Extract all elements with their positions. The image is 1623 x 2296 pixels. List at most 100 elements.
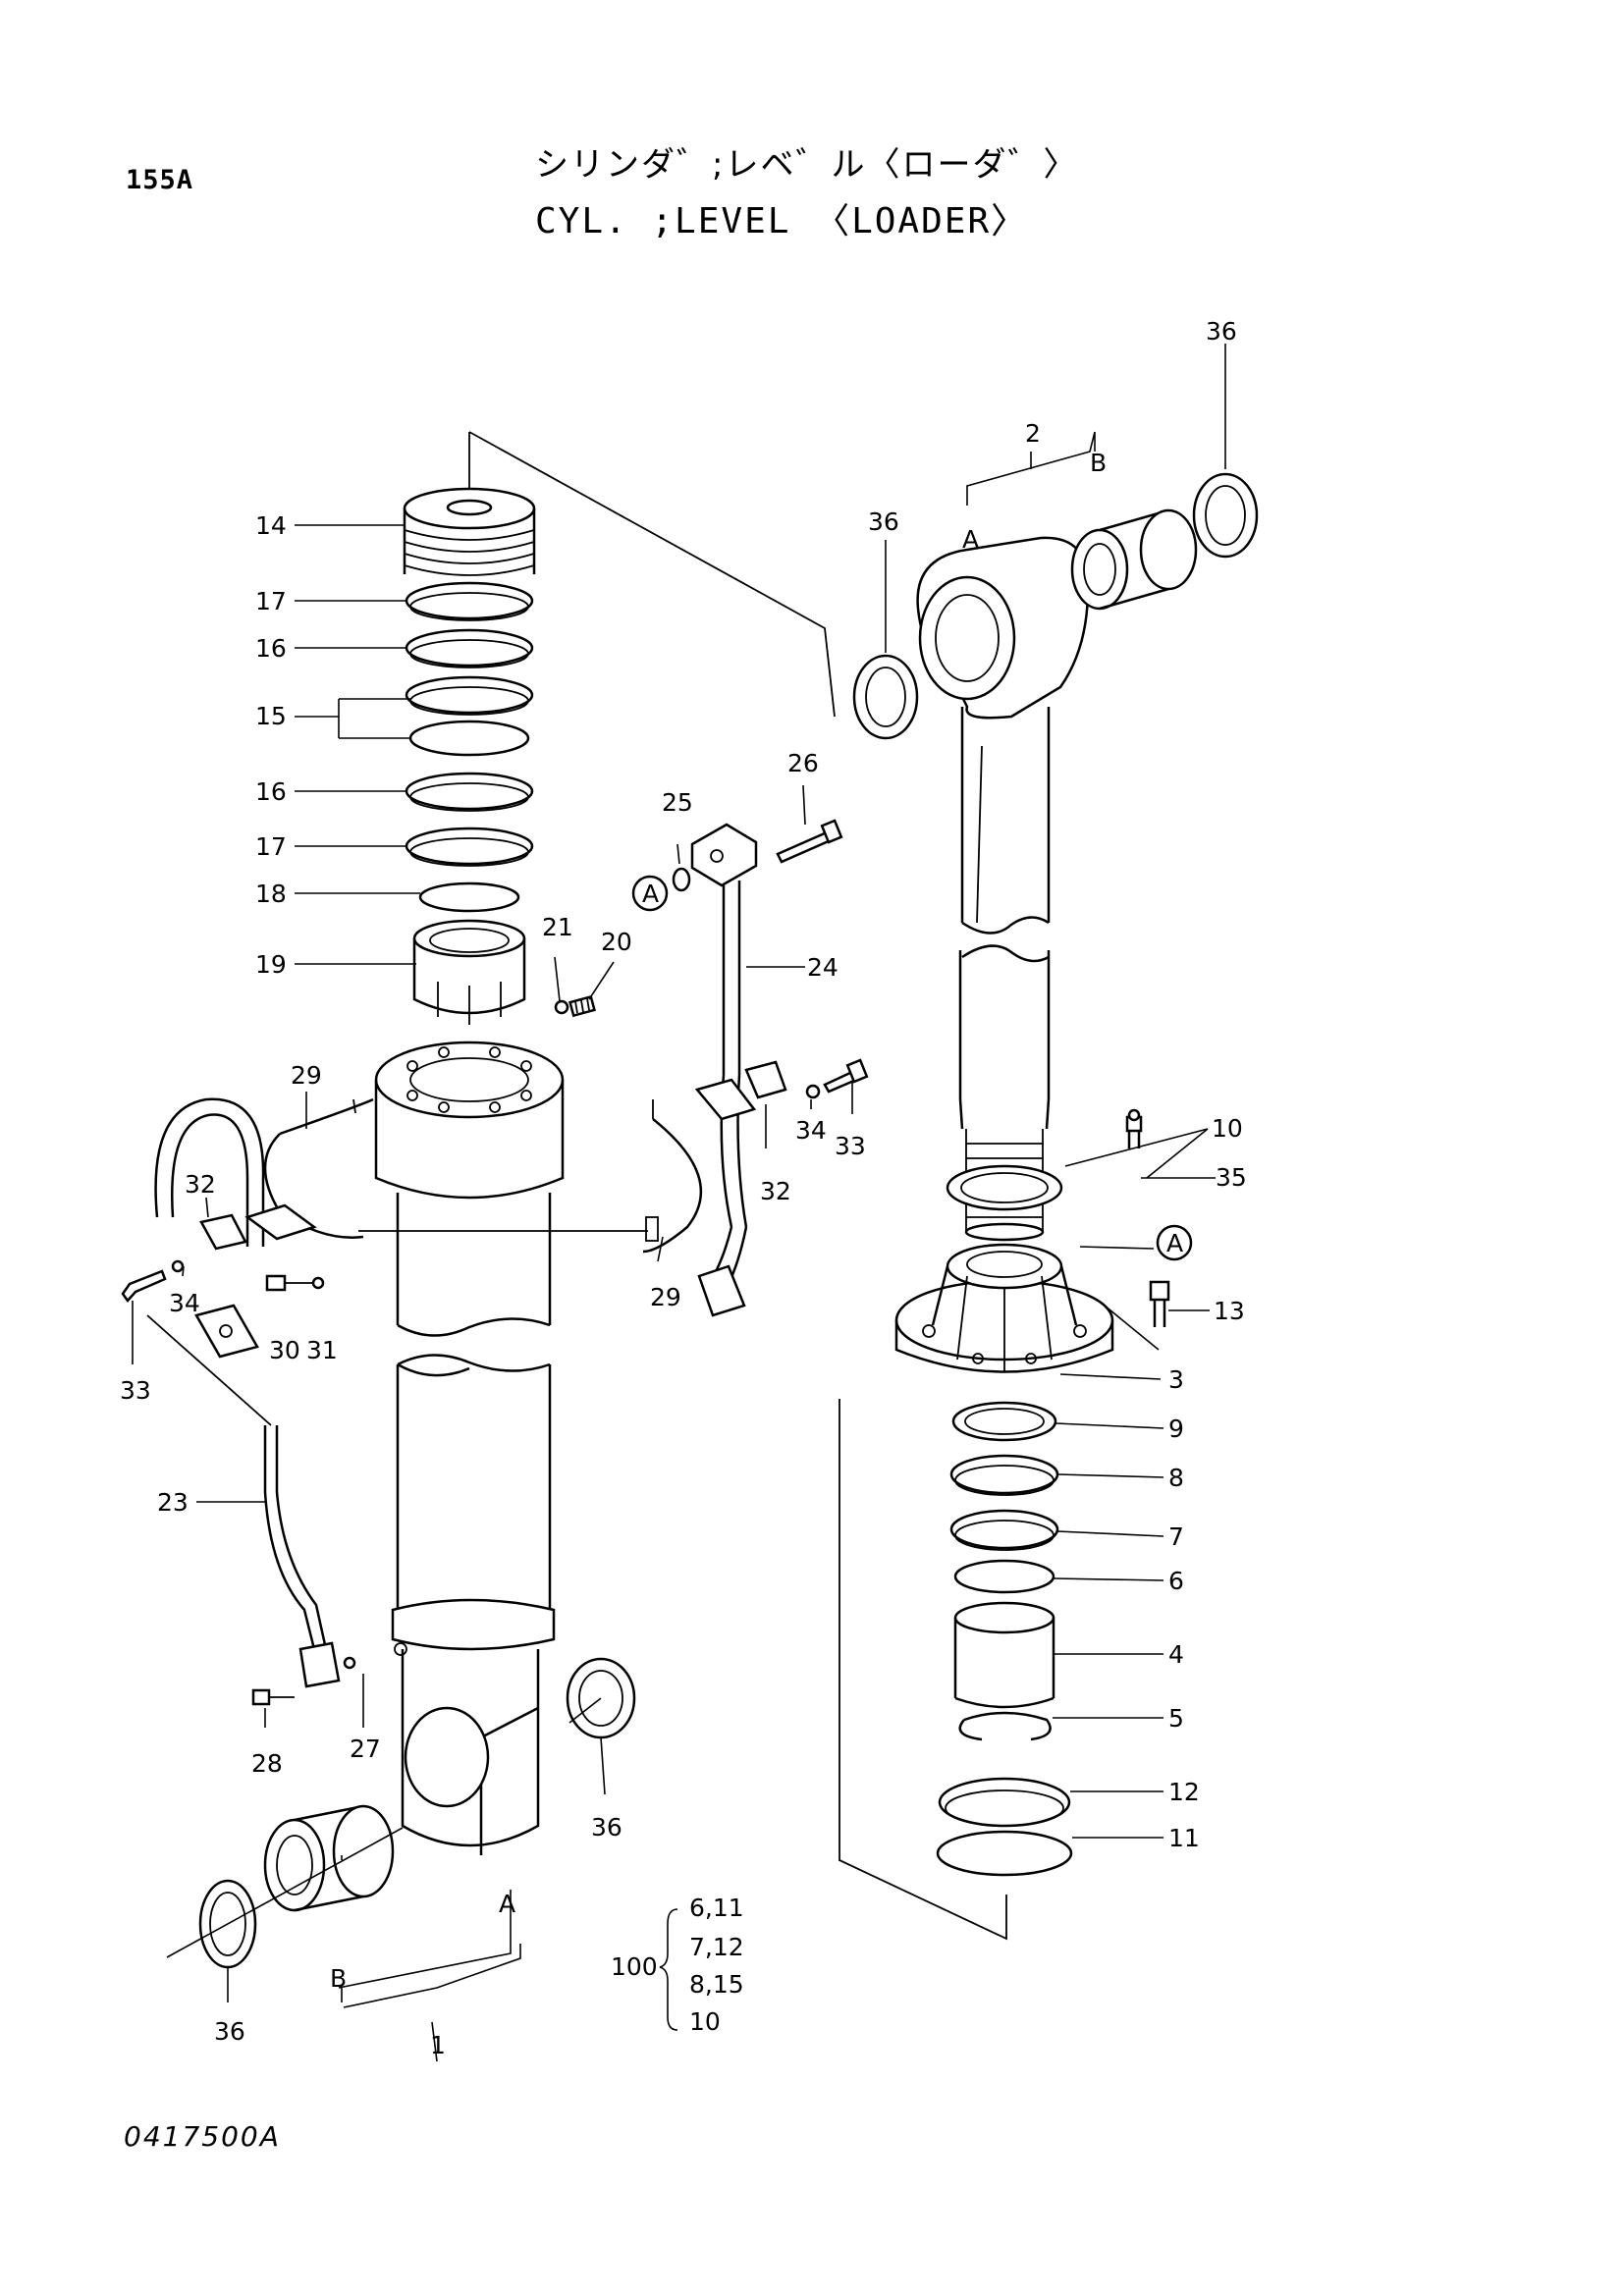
assembly-reference-line: [468, 431, 836, 718]
marker-b-tube: B: [330, 1964, 347, 1993]
callout-13: 13: [1214, 1297, 1245, 1325]
callout-36: 36: [214, 2017, 245, 2046]
kit-row-4: 10: [689, 2007, 721, 2036]
bolt-28: [251, 1688, 295, 1706]
left-washer-34: [171, 1259, 185, 1273]
kit-row-3: 8,15: [689, 1970, 744, 1999]
set-screw: [568, 994, 596, 1018]
callout-33: 33: [835, 1132, 866, 1160]
callout-26: 26: [787, 749, 819, 777]
callout-29: 29: [650, 1283, 681, 1311]
callout-16: 16: [255, 777, 287, 806]
callout-31: 31: [306, 1336, 338, 1364]
dust-wiper-10: [946, 1164, 1063, 1211]
callout-3: 3: [1168, 1365, 1184, 1394]
callout-19: 19: [255, 950, 287, 979]
o-ring-25: [672, 867, 691, 892]
kit-row-2: 7,12: [689, 1933, 744, 1961]
seal-kit-legend: 100 6,11 7,12 8,15 10: [611, 1894, 744, 2036]
callout-28: 28: [251, 1749, 283, 1778]
callout-29: 29: [291, 1061, 322, 1090]
o-ring-11: [936, 1830, 1073, 1877]
callout-15: 15: [255, 702, 287, 730]
cylinder-tube: [391, 1354, 556, 1855]
leader-lines: [132, 344, 1226, 2062]
rod-cover: [894, 1243, 1114, 1373]
callout-17: 17: [255, 832, 287, 861]
bolt-33-right: [823, 1058, 869, 1094]
callout-20: 20: [601, 928, 632, 956]
reference-circle-a-2: A: [1156, 1224, 1193, 1261]
callout-33: 33: [120, 1376, 151, 1405]
right-assembly-bracket: [839, 1399, 1007, 1941]
callout-9: 9: [1168, 1415, 1184, 1443]
callout-27: 27: [350, 1735, 381, 1763]
callout-14: 14: [255, 511, 287, 540]
tube-upper-section: [396, 1193, 552, 1337]
steel-ball: [554, 999, 569, 1015]
callout-18: 18: [255, 880, 287, 908]
svg-text:A: A: [1166, 1229, 1183, 1257]
snap-ring: [958, 1711, 1052, 1741]
washer-34-right: [805, 1084, 821, 1099]
callout-2: 2: [1025, 419, 1041, 448]
callout-34: 34: [795, 1116, 827, 1145]
callout-23: 23: [157, 1488, 189, 1517]
callout-30: 30: [269, 1336, 300, 1364]
piston-nut: [412, 919, 526, 1025]
callout-21: 21: [542, 913, 573, 941]
callout-11: 11: [1168, 1824, 1200, 1852]
backup-ring-12: [938, 1777, 1071, 1828]
left-flange: [194, 1304, 259, 1359]
piston-rod: [958, 707, 1051, 1242]
title-japanese: シリンダ゛;レベ゛ル〈ローダ゛〉: [535, 145, 1079, 185]
tube-bushing: [263, 1804, 395, 1912]
callout-34: 34: [169, 1289, 200, 1317]
callout-32: 32: [760, 1177, 791, 1205]
callout-12: 12: [1168, 1778, 1200, 1806]
seal-ring-stack: [405, 581, 534, 913]
callout-10: 10: [1212, 1114, 1243, 1143]
right-clamp: [642, 1060, 787, 1254]
tube-pin-axis: [166, 1827, 404, 1958]
callout-36: 36: [591, 1813, 622, 1842]
grease-fitting: [1125, 1108, 1143, 1148]
rod-eye: [916, 536, 1090, 720]
callout-24: 24: [807, 953, 839, 982]
bolt-26: [776, 819, 843, 864]
reference-circle-a-1: A: [631, 875, 669, 912]
rod-packing-rings: [949, 1401, 1059, 1594]
callout-6: 6: [1168, 1567, 1184, 1595]
piston: [403, 487, 536, 576]
callout-4: 4: [1168, 1640, 1184, 1669]
drawing-number: 0417500A: [124, 2120, 281, 2153]
callout-25: 25: [662, 788, 693, 817]
hose-guide-line: [146, 1314, 272, 1426]
kit-row-1: 6,11: [689, 1894, 744, 1922]
flange-block: [690, 823, 758, 887]
callout-16: 16: [255, 634, 287, 663]
cylinder-head: [374, 1041, 565, 1200]
left-bolt-33: [121, 1269, 167, 1304]
callout-36: 36: [868, 507, 899, 536]
left-clamp: [199, 1097, 374, 1251]
left-hose-loop: [154, 1097, 265, 1247]
kit-number: 100: [611, 1952, 658, 1981]
callout-36: 36: [1206, 317, 1237, 346]
rod-eye-bushing: [1070, 508, 1198, 611]
page-code: 155A: [126, 165, 194, 195]
callout-8: 8: [1168, 1464, 1184, 1492]
callout-17: 17: [255, 587, 287, 615]
bolt-13: [1149, 1280, 1170, 1327]
callout-numbers: 14 17 16 15 16 17 18 19 21 20 29 32 34 3…: [120, 317, 1247, 2059]
letter-markers: A B A B: [330, 449, 1107, 1993]
rod-highlight: [976, 745, 983, 924]
callout-7: 7: [1168, 1522, 1184, 1551]
marker-a-rod: A: [962, 525, 979, 554]
marker-b-rod: B: [1090, 449, 1107, 477]
rod-eye-seal-right: [1192, 472, 1259, 559]
title-english: CYL. ;LEVEL 〈LOADER〉: [535, 201, 1029, 241]
svg-text:A: A: [642, 880, 659, 908]
lower-pipe: [263, 1425, 356, 1688]
